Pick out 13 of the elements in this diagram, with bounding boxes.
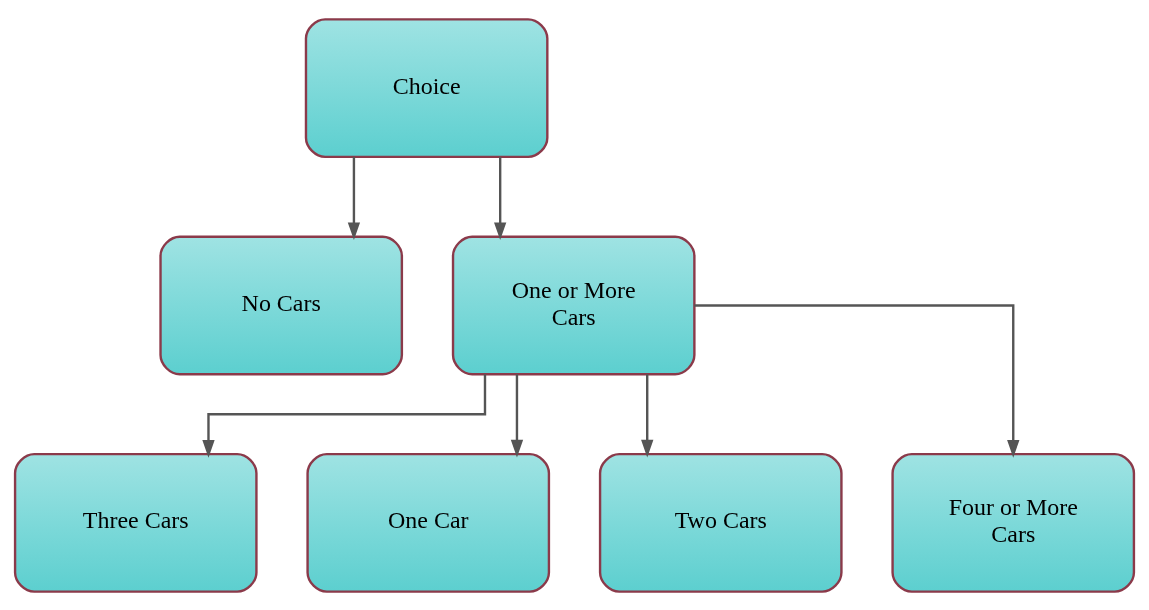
node-box: One or More Cars (451, 235, 696, 375)
node-box: No Cars (159, 235, 404, 375)
arrow (202, 373, 487, 458)
node-box: Choice (304, 17, 549, 158)
arrow (494, 156, 507, 240)
node-box: Three Cars (13, 452, 258, 593)
arrow (347, 156, 361, 240)
arrow (510, 373, 524, 457)
arrow (641, 373, 654, 457)
node-box: Four or More Cars (891, 452, 1136, 593)
node-box: One Car (306, 452, 551, 593)
node-box: Two Cars (598, 452, 843, 593)
arrow (694, 303, 1020, 458)
